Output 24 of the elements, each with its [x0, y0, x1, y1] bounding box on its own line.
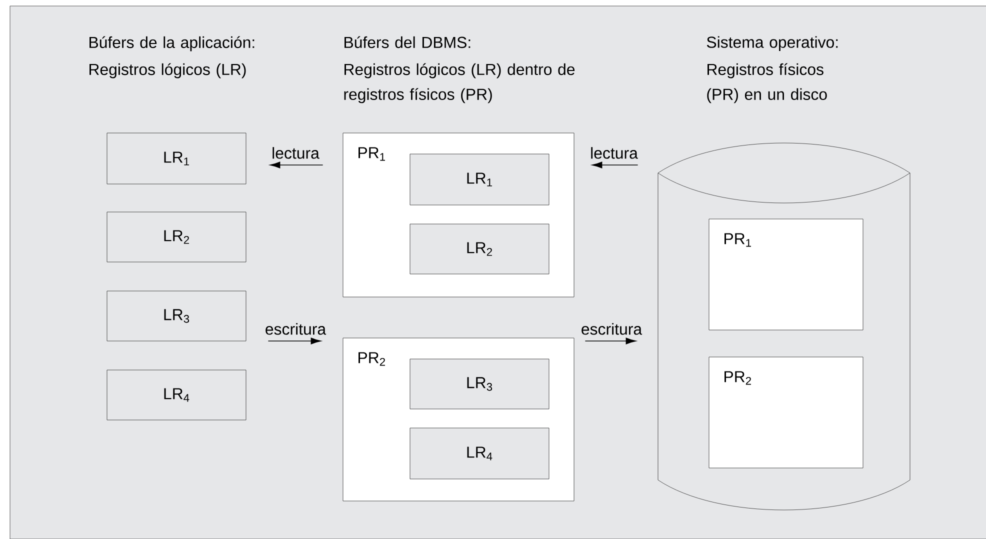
- column-heading: Registros físicos (PR) en un disco: [707, 63, 827, 104]
- edge-label: escritura: [582, 323, 642, 335]
- column-heading: Búfers del DBMS:: [344, 36, 470, 48]
- record-box: LR$_{3}$: [410, 358, 550, 410]
- record-box: LR$_{2}$: [106, 212, 246, 262]
- record-box: LR$_{3}$: [106, 290, 246, 342]
- block-box: PR$_{1}$: [708, 218, 864, 330]
- record-box: LR$_{4}$: [410, 428, 550, 480]
- arrow: [592, 162, 638, 168]
- record-box: LR$_{2}$: [410, 224, 550, 274]
- record-box: LR$_{1}$: [106, 132, 246, 184]
- record-box: LR$_{4}$: [106, 370, 246, 420]
- column-heading: Registros lógicos (LR) dentro de registros físicos (PR): [344, 63, 575, 104]
- arrow: [584, 338, 636, 344]
- record-box: LR$_{1}$: [410, 154, 550, 206]
- column-heading: Búfers de la aplicación:: [90, 36, 254, 52]
- column-heading: Sistema operativo:: [706, 36, 838, 52]
- block-box: PR$_{2}$: [708, 356, 864, 468]
- edge-label: lectura: [591, 147, 638, 159]
- column-heading: Registros lógicos (LR): [90, 63, 246, 78]
- arrow: [270, 162, 324, 168]
- arrow: [268, 338, 322, 344]
- edge-label: escritura: [266, 323, 326, 335]
- edge-label: lectura: [272, 147, 320, 159]
